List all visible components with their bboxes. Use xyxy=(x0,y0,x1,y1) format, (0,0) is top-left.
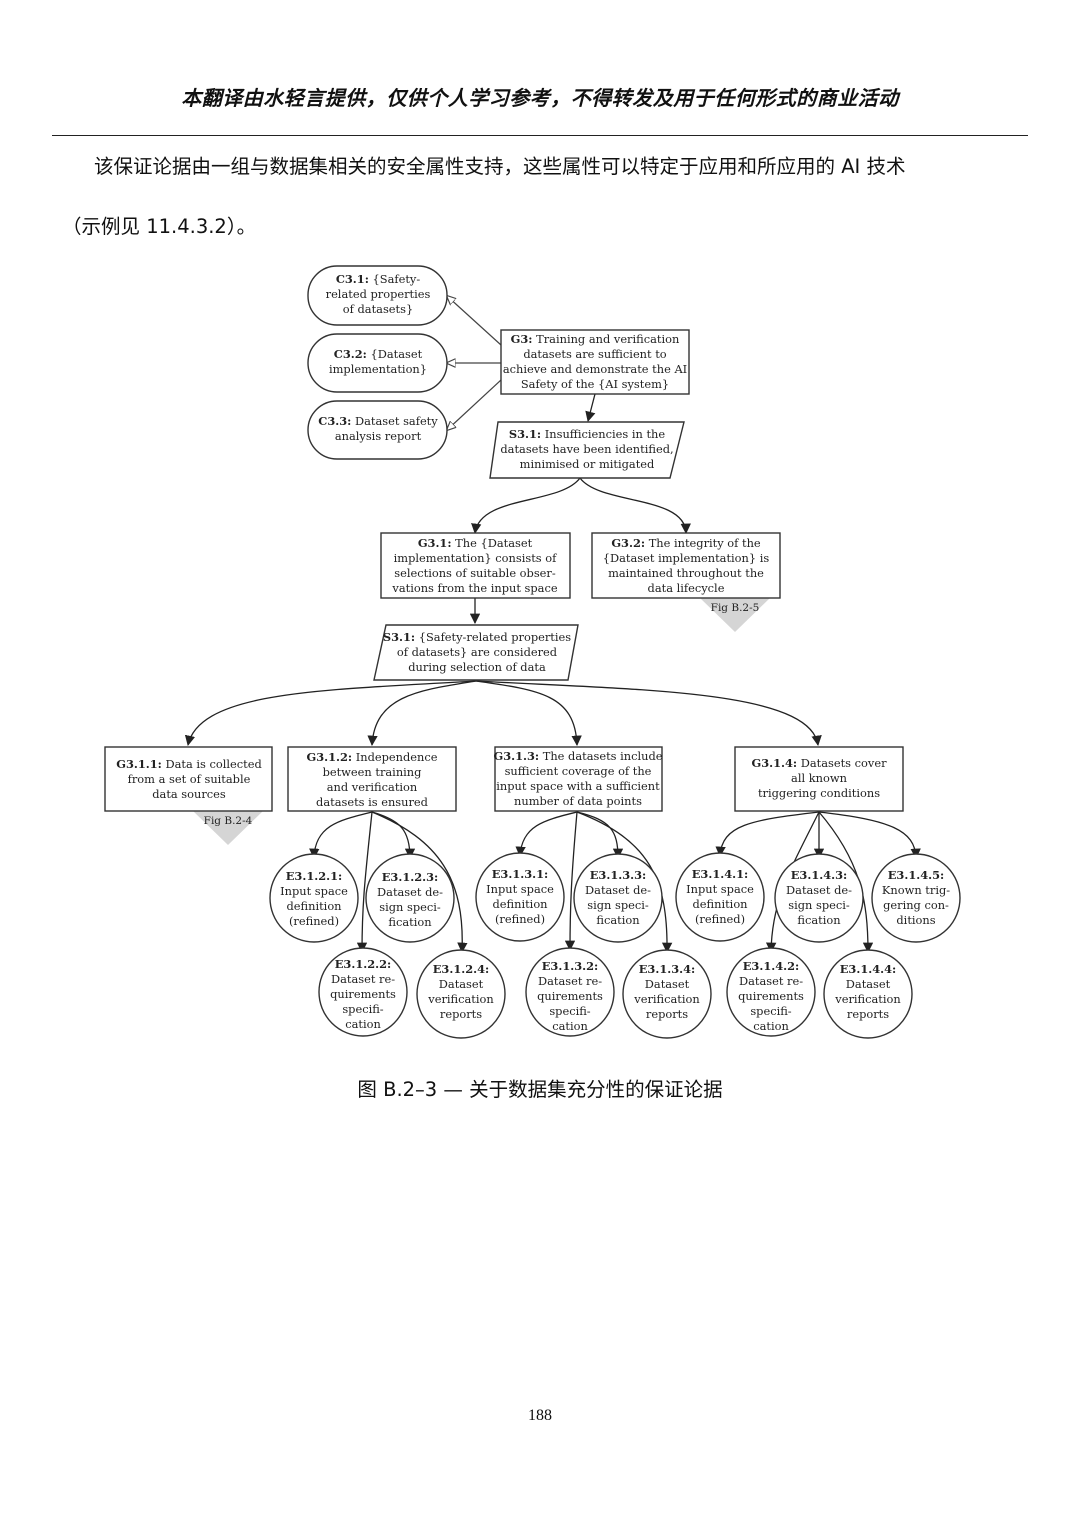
evidence-e3-1-4-3: E3.1.4.3:Dataset de-sign speci-fication xyxy=(774,853,864,943)
header-title: 本翻译由水轻言提供，仅供个人学习参考，不得转发及用于任何形式的商业活动 xyxy=(181,86,899,110)
away-goal-ref: Fig B.2-5 xyxy=(711,602,760,614)
svg-text:E3.1.3.3:Dataset de-sign speci: E3.1.3.3:Dataset de-sign speci-fication xyxy=(585,868,651,927)
body-paragraph-continuation: （示例见 11.4.3.2）。 xyxy=(62,215,257,238)
page-number: 188 xyxy=(528,1407,552,1424)
svg-text:E3.1.4.2:Dataset re-quirements: E3.1.4.2:Dataset re-quirementsspecifi-ca… xyxy=(738,959,804,1033)
svg-text:E3.1.4.3:Dataset de-sign speci: E3.1.4.3:Dataset de-sign speci-fication xyxy=(786,868,852,927)
figure-caption: 图 B.2–3 — 关于数据集充分性的保证论据 xyxy=(357,1078,723,1101)
away-goal-ref: Fig B.2-4 xyxy=(204,815,253,827)
goal-g3-2: G3.2: The integrity of the{Dataset imple… xyxy=(591,532,781,632)
body-paragraph: 该保证论据由一组与数据集相关的安全属性支持，这些属性可以特定于应用和所应用的 A… xyxy=(94,155,906,178)
svg-text:E3.1.3.2:Dataset re-quirements: E3.1.3.2:Dataset re-quirementsspecifi-ca… xyxy=(537,959,603,1033)
evidence-e3-1-2-3: E3.1.2.3:Dataset de-sign speci-fication xyxy=(365,853,455,943)
svg-text:E3.1.4.5:Known trig-gering con: E3.1.4.5:Known trig-gering con-ditions xyxy=(882,868,950,927)
svg-text:G3.2: The integrity of the{Dat: G3.2: The integrity of the{Dataset imple… xyxy=(603,536,770,595)
header-divider xyxy=(52,135,1028,136)
evidence-e3-1-3-3: E3.1.3.3:Dataset de-sign speci-fication xyxy=(573,853,663,943)
context-links xyxy=(447,296,502,430)
svg-text:E3.1.2.2:Dataset re-quirements: E3.1.2.2:Dataset re-quirementsspecifi-ca… xyxy=(330,957,396,1031)
evidence-e3-1-4-5: E3.1.4.5:Known trig-gering con-ditions xyxy=(871,853,961,943)
svg-text:E3.1.2.3:Dataset de-sign speci: E3.1.2.3:Dataset de-sign speci-fication xyxy=(377,870,443,929)
